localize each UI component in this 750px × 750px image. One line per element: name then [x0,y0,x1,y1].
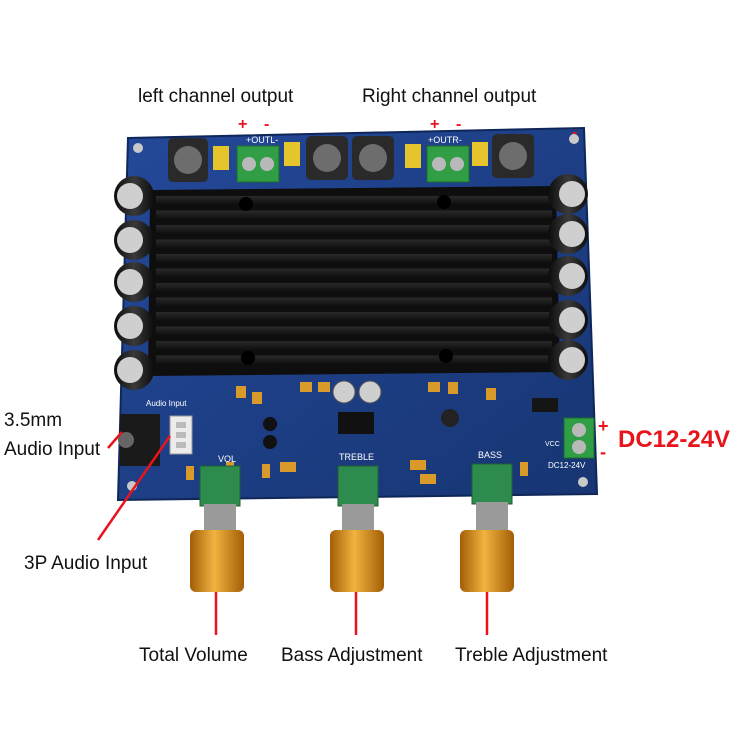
heatsink-fin [156,254,552,263]
treble-adjustment-label: Treble Adjustment [455,645,608,666]
polarity-marks: +- +- - [238,116,577,141]
power-terminal [563,417,595,459]
svg-text:+: + [430,116,439,133]
heatsink-fin [156,210,552,220]
power-voltage-label: DC12-24V [618,426,731,453]
total-volume-label: Total Volume [139,645,248,666]
heatsink-fin [156,196,552,205]
callout-lines [96,431,489,635]
right-output-terminal [426,145,470,183]
bass-adjustment-label: Bass Adjustment [281,645,423,666]
heatsink-fin [156,326,552,336]
heatsink-fin [156,283,552,292]
silk-vcc: VCC [545,441,560,448]
electrolytic-capacitors [114,174,588,390]
heatsink-fin [156,225,552,234]
silk-vol: VOL [218,454,236,464]
audio-jack [118,414,160,466]
capacitor [548,300,588,340]
capacitor [114,306,154,346]
heatsink-fin [156,312,552,321]
left-channel-output-label: left channel output [138,86,294,107]
svg-text:-: - [572,124,577,141]
capacitor [548,174,588,214]
heatsink-fin [156,341,552,350]
silk-dc: DC12-24V [548,461,586,470]
heatsink [148,186,560,376]
capacitor [548,214,588,254]
smd-components [186,380,558,484]
capacitor [548,256,588,296]
capacitor [114,176,154,216]
heatsink-fin [156,355,552,365]
heatsink-fin [156,297,552,307]
silk-bass: BASS [478,450,502,460]
capacitor [548,340,588,380]
capacitor [114,350,154,390]
heatsink-fin [156,239,552,249]
right-channel-output-label: Right channel output [362,86,537,107]
svg-text:+: + [238,116,247,133]
film-capacitors [213,142,488,170]
capacitor [114,220,154,260]
power-minus-mark: - [600,442,606,462]
capacitor [114,262,154,302]
silk-treble: TREBLE [339,452,374,462]
three-pin-input-label: 3P Audio Input [24,553,148,574]
silk-audio-input: Audio Input [146,399,187,408]
svg-text:-: - [264,116,269,133]
svg-text:-: - [456,116,461,133]
bass-potentiometer [460,463,514,592]
volume-potentiometer [190,465,244,592]
audio-jack-label: 3.5mm Audio Input [4,410,101,460]
heatsink-fin [156,268,552,278]
left-output-terminal [236,145,280,183]
treble-potentiometer [330,465,384,592]
three-pin-header [169,415,193,455]
power-plus-mark: + [598,416,609,436]
silk-outr: +OUTR- [428,135,462,145]
silk-outl: +OUTL- [246,135,278,145]
inductors [168,134,534,182]
